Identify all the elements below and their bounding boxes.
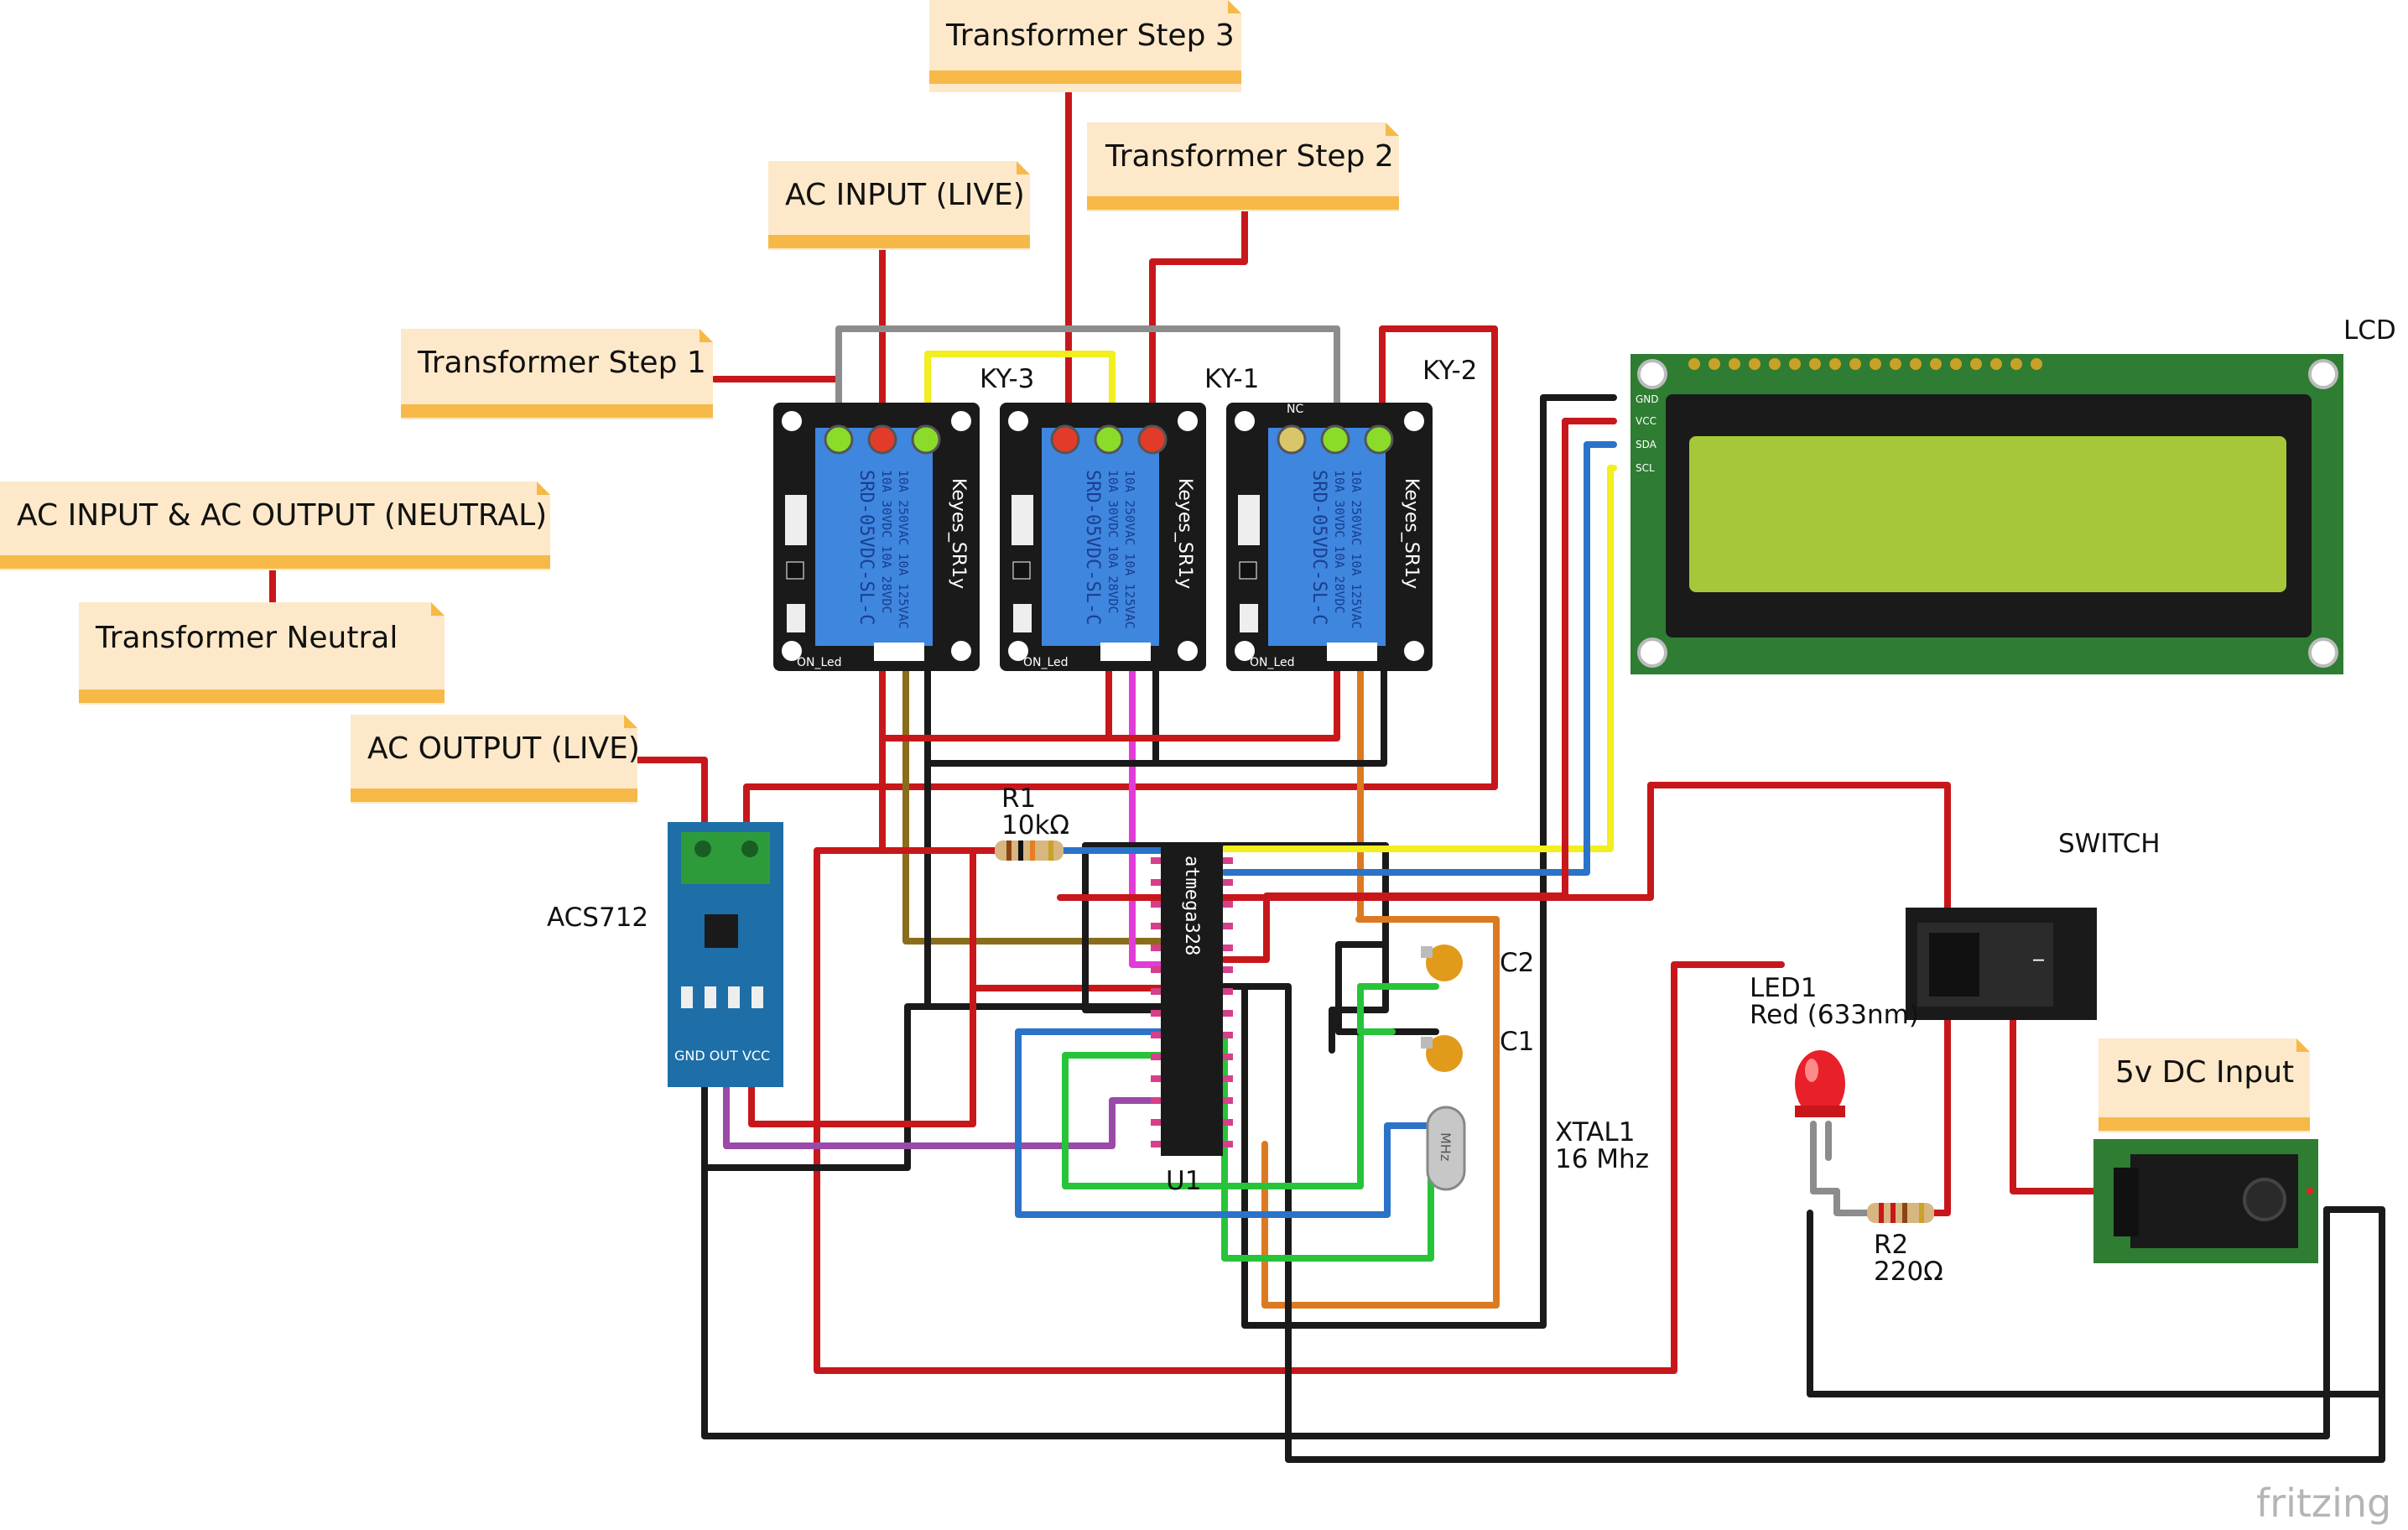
relay-brand: Keyes_SR1y bbox=[1174, 478, 1195, 589]
acs-pin-labels: GND OUT VCC bbox=[674, 1048, 770, 1064]
wire-gnd-led bbox=[1807, 1210, 2385, 1397]
nc-label: NC bbox=[1287, 403, 1303, 416]
acs712-label: ACS712 bbox=[547, 903, 648, 933]
note-ac-input-live: AC INPUT (LIVE) bbox=[768, 161, 1030, 250]
relay-ky1-label: KY-1 bbox=[1204, 364, 1259, 394]
note-text: 5v DC Input bbox=[2115, 1055, 2294, 1090]
lcd-pin-scl: SCL bbox=[1636, 462, 1655, 474]
lcd-module: GND VCC SDA SCL bbox=[1630, 354, 2343, 674]
capacitor-c1 bbox=[1421, 1035, 1463, 1072]
wire-lcd-sda bbox=[1221, 441, 1617, 876]
note-text: Transformer Step 3 bbox=[945, 18, 1235, 53]
note-dc-input: 5v DC Input bbox=[2099, 1038, 2310, 1132]
chip-marking: atmega328 bbox=[1181, 856, 1202, 955]
wires bbox=[269, 89, 2385, 1463]
relay-rating: 10A 30VDC 10A 28VDC bbox=[1105, 470, 1121, 614]
relay-ky3: 10A 250VAC 10A 125VAC 10A 30VDC 10A 28VD… bbox=[773, 403, 980, 671]
relay-ky2-label: KY-2 bbox=[1422, 356, 1477, 386]
relay-rating: 10A 250VAC 10A 125VAC bbox=[896, 470, 911, 629]
note-text: Transformer Neutral bbox=[95, 621, 398, 655]
note-text: AC OUTPUT (LIVE) bbox=[367, 731, 640, 766]
led1 bbox=[1795, 1050, 1845, 1117]
atmega-chip: atmega328 bbox=[1151, 842, 1233, 1156]
note-transformer-step3: Transformer Step 3 bbox=[929, 0, 1241, 92]
wire-gnd-bottom bbox=[701, 1065, 2330, 1439]
r2-value: 220Ω bbox=[1874, 1257, 1943, 1287]
wire-ky2-gnd bbox=[1152, 651, 1387, 767]
xtal-value: 16 Mhz bbox=[1555, 1144, 1649, 1174]
wire-ky-bridge-yellow bbox=[924, 351, 1116, 440]
wire-vcc-rail bbox=[814, 847, 1785, 1374]
wire-crystal-blue1 bbox=[1015, 1028, 1443, 1218]
lcd-pin-sda: SDA bbox=[1636, 439, 1657, 450]
dc-jack bbox=[2093, 1139, 2318, 1263]
wire-ky3-olive bbox=[902, 651, 1164, 945]
lcd-pin-vcc: VCC bbox=[1636, 415, 1656, 427]
relay-model: SRD-05VDC-SL-C bbox=[1082, 470, 1103, 625]
wire-switch-dc bbox=[2010, 961, 2109, 1194]
wire-ky2-vcc bbox=[1105, 651, 1340, 742]
r1-label: R1 bbox=[1001, 783, 1036, 814]
note-text: Transformer Step 1 bbox=[417, 346, 706, 380]
relay-model: SRD-05VDC-SL-C bbox=[856, 470, 876, 625]
on-led-label: ON_Led bbox=[1250, 656, 1295, 669]
relay-brand: Keyes_SR1y bbox=[948, 478, 969, 589]
relay-rating: 10A 30VDC 10A 28VDC bbox=[879, 470, 894, 614]
wire-crystal-green2 bbox=[1062, 983, 1439, 1189]
wire-switch-top bbox=[1057, 782, 1654, 901]
lcd-pin-gnd: GND bbox=[1636, 393, 1659, 405]
switch-mark: I bbox=[2029, 958, 2047, 962]
c1-label: C1 bbox=[1500, 1027, 1534, 1057]
note-transformer-step1: Transformer Step 1 bbox=[401, 329, 713, 419]
note-ac-output-live: AC OUTPUT (LIVE) bbox=[351, 715, 640, 804]
wire-cap-c1-green bbox=[1357, 983, 1396, 1035]
note-ac-neutral: AC INPUT & AC OUTPUT (NEUTRAL) bbox=[0, 481, 550, 570]
relay-rating: 10A 250VAC 10A 125VAC bbox=[1122, 470, 1137, 629]
resistor-r1 bbox=[995, 840, 1064, 861]
lcd-label: LCD bbox=[2343, 315, 2396, 346]
wire-gnd-bottom2 bbox=[1221, 983, 2385, 1463]
resistor-r2 bbox=[1867, 1203, 1934, 1223]
acs712-module: GND OUT VCC bbox=[668, 822, 783, 1087]
wire-acs-out bbox=[723, 1070, 1164, 1149]
wire-lcd-scl bbox=[1221, 465, 1617, 852]
relay-rating: 10A 250VAC 10A 125VAC bbox=[1349, 470, 1364, 629]
led1-label: LED1 bbox=[1750, 973, 1817, 1003]
wire-gnd-chip2 bbox=[1221, 394, 1617, 1329]
on-led-label: ON_Led bbox=[797, 656, 842, 669]
wire-crystal-green1 bbox=[1221, 1033, 1443, 1262]
on-led-label: ON_Led bbox=[1023, 656, 1069, 669]
note-transformer-neutral: Transformer Neutral bbox=[79, 602, 445, 705]
wire-ky-bridge-gray bbox=[835, 325, 1340, 440]
r1-value: 10kΩ bbox=[1001, 810, 1069, 840]
relay-rating: 10A 30VDC 10A 28VDC bbox=[1332, 470, 1347, 614]
wire-ac-output-live bbox=[634, 757, 708, 846]
led1-value: Red (633nm) bbox=[1750, 1000, 1919, 1030]
c2-label: C2 bbox=[1500, 948, 1534, 978]
switch-label: SWITCH bbox=[2058, 829, 2161, 859]
note-text: AC INPUT & AC OUTPUT (NEUTRAL) bbox=[17, 498, 547, 533]
relay-brand: Keyes_SR1y bbox=[1401, 478, 1422, 589]
crystal-mark: MHz bbox=[1438, 1132, 1454, 1161]
wire-transformer-step2 bbox=[1149, 206, 1248, 440]
wire-ky2-red-top bbox=[743, 325, 1498, 846]
wire-led-r2 bbox=[1810, 1121, 1874, 1216]
relay-ky1: 10A 250VAC 10A 125VAC 10A 30VDC 10A 28VD… bbox=[1000, 403, 1206, 671]
switch-component: I bbox=[1906, 908, 2097, 1020]
note-text: Transformer Step 2 bbox=[1105, 139, 1394, 174]
xtal-label: XTAL1 bbox=[1555, 1117, 1635, 1148]
relay-ky2: NC 10A 250VAC 10A 125VAC 10A 30VDC 10A 2… bbox=[1226, 403, 1433, 671]
capacitor-c2 bbox=[1421, 945, 1463, 981]
note-text: AC INPUT (LIVE) bbox=[785, 178, 1025, 212]
relay-model: SRD-05VDC-SL-C bbox=[1308, 470, 1329, 625]
fritzing-logo: fritzing bbox=[2256, 1481, 2391, 1526]
wire-ky1-magenta bbox=[1129, 651, 1164, 968]
wire-acs-vcc bbox=[748, 985, 976, 1127]
r2-label: R2 bbox=[1874, 1230, 1908, 1260]
relay-ky3-label: KY-3 bbox=[980, 364, 1034, 394]
u1-label: U1 bbox=[1166, 1166, 1201, 1196]
note-transformer-step2: Transformer Step 2 bbox=[1087, 122, 1399, 211]
crystal-xtal1: MHz bbox=[1426, 1106, 1466, 1191]
